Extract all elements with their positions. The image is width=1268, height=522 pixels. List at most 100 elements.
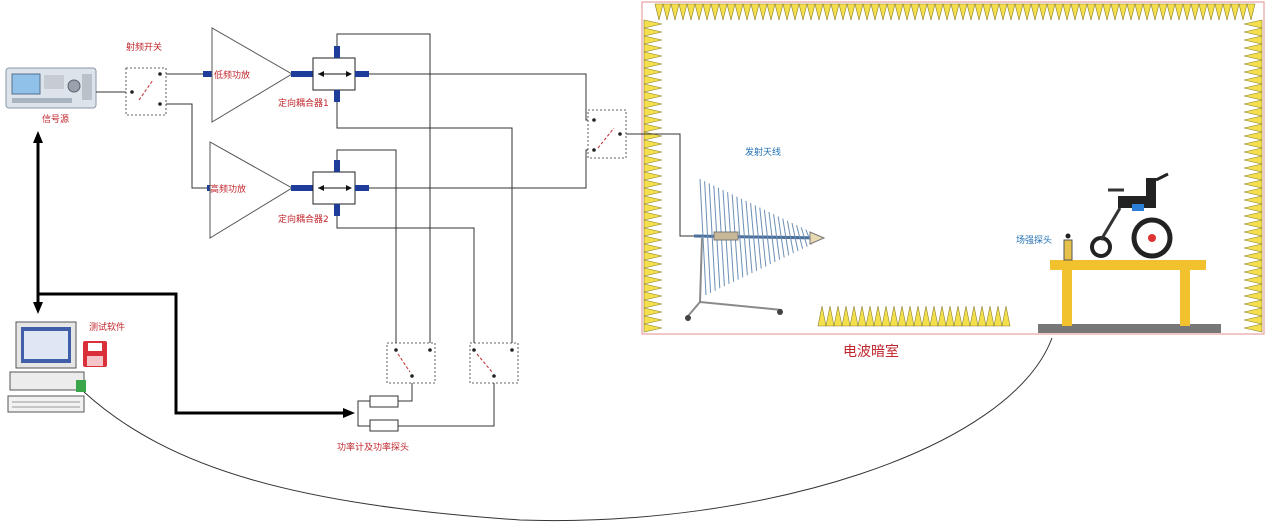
absorber-cone [1198,3,1208,21]
absorber-cone [817,305,827,327]
absorber-cone [643,323,663,333]
absorber-cone [1243,187,1263,197]
antenna-element [791,222,799,252]
absorber-cone [678,3,688,21]
absorber-cone [1243,195,1263,205]
absorber-cone [1243,163,1263,173]
test-software-label: 测试软件 [89,321,125,333]
absorber-cone [643,91,663,101]
absorber-cone [897,305,907,327]
directional-coupler-2 [312,160,369,216]
floppy-disk-icon [83,341,107,367]
absorber-cone [1222,3,1232,21]
absorber-cone [1243,171,1263,181]
absorber-cone [857,305,867,327]
absorber-cone [934,3,944,21]
antenna-element [777,216,785,258]
absorber-cone [870,3,880,21]
absorber-cone [643,59,663,69]
antenna-element [740,198,748,276]
rf-switch [125,67,167,116]
absorber-cone [1174,3,1184,21]
absorber-cone [643,99,663,109]
absorber-cones [643,3,1263,333]
absorber-cone [1246,3,1256,21]
absorber-cone [1142,3,1152,21]
absorber-cone [1243,259,1263,269]
absorber-cone [1230,3,1240,21]
absorber-cone [726,3,736,21]
absorber-cone [643,235,663,245]
absorber-cone [643,187,663,197]
absorber-cone [825,305,835,327]
absorber-cone [1182,3,1192,21]
absorber-cone [710,3,720,21]
absorber-cone [643,219,663,229]
absorber-cone [1243,75,1263,85]
power-meter-probes [357,383,495,432]
power-meter-switch-2 [469,342,519,384]
absorber-cone [643,35,663,45]
absorber-cone [1094,3,1104,21]
absorber-cone [798,3,808,21]
absorber-cone [1086,3,1096,21]
directional-coupler-1 [312,46,369,102]
absorber-cone [1243,219,1263,229]
absorber-cone [643,171,663,181]
computer-icon [7,321,86,413]
absorber-cone [750,3,760,21]
absorber-cone [886,3,896,21]
absorber-cone [910,3,920,21]
absorber-cone [993,305,1003,327]
absorber-cone [790,3,800,21]
absorber-cone [974,3,984,21]
absorber-cone [1118,3,1128,21]
antenna-element [736,196,744,278]
absorber-cone [1243,139,1263,149]
absorber-cone [894,3,904,21]
control-bus-to-power-meter [38,292,345,415]
absorber-cone [849,305,859,327]
absorber-cone [1102,3,1112,21]
absorber-cone [742,3,752,21]
absorber-cone [643,147,663,157]
absorber-cone [1243,35,1263,45]
floor-plate [1038,324,1221,333]
chamber-label: 电波暗室 [843,343,899,360]
antenna-element [754,205,762,269]
absorber-cone [643,251,663,261]
absorber-cone [830,3,840,21]
absorber-cone [1243,147,1263,157]
absorber-cone [1046,3,1056,21]
absorber-cone [1014,3,1024,21]
absorber-cone [1243,107,1263,117]
rf-switch-label: 射频开关 [126,41,162,53]
absorber-cone [950,3,960,21]
absorber-cone [1206,3,1216,21]
absorber-cone [1001,305,1011,327]
highband-amplifier [209,141,313,239]
absorber-cone [926,3,936,21]
absorber-cone [1238,3,1248,21]
absorber-cone [1243,51,1263,61]
absorber-cone [1243,211,1263,221]
antenna-element [750,203,758,271]
absorber-cone [702,3,712,21]
absorber-cone [734,3,744,21]
absorber-cone [654,3,664,21]
wheelchair-icon [1090,172,1173,259]
absorber-cone [1243,179,1263,189]
absorber-cone [643,299,663,309]
absorber-cone [1134,3,1144,21]
antenna-element [800,227,808,247]
absorber-cone [782,3,792,21]
absorber-cone [862,3,872,21]
absorber-cone [643,315,663,325]
absorber-cone [1243,115,1263,125]
absorber-cone [1243,315,1263,325]
absorber-cone [643,307,663,317]
absorber-cone [918,3,928,21]
absorber-cone [905,305,915,327]
absorber-cone [643,211,663,221]
absorber-cone [1166,3,1176,21]
